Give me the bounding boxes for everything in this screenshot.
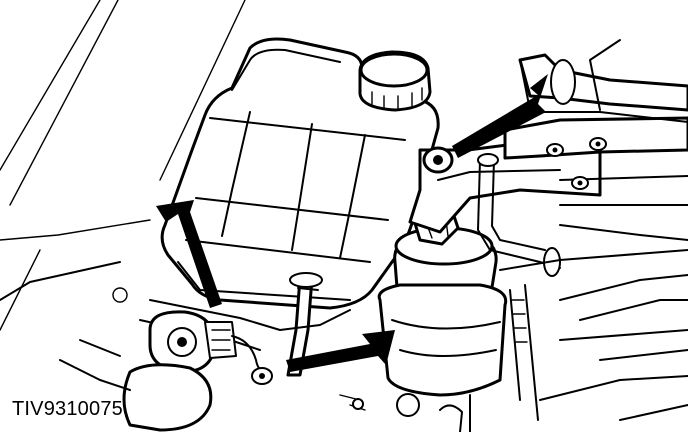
strut-mount — [379, 204, 506, 395]
pipework — [478, 40, 688, 276]
background-panel-lines — [0, 0, 245, 330]
bolt-icon — [424, 148, 452, 172]
bolt-icon — [590, 138, 606, 150]
mounting-bracket — [410, 142, 600, 232]
figure-reference-code: TIV9310075 — [12, 398, 123, 420]
arrow-pointer-icon — [156, 200, 222, 308]
lower-engine-detail — [397, 250, 688, 432]
arrow-pointer-icon — [286, 330, 395, 372]
coolant-expansion-tank — [162, 39, 438, 308]
callout-arrows — [156, 74, 548, 372]
bolt-icon — [572, 177, 588, 189]
filler-cap-icon — [360, 52, 430, 110]
arrow-pointer-icon — [452, 74, 548, 158]
sensor-assembly — [60, 300, 365, 430]
bolt-icon — [547, 144, 563, 156]
